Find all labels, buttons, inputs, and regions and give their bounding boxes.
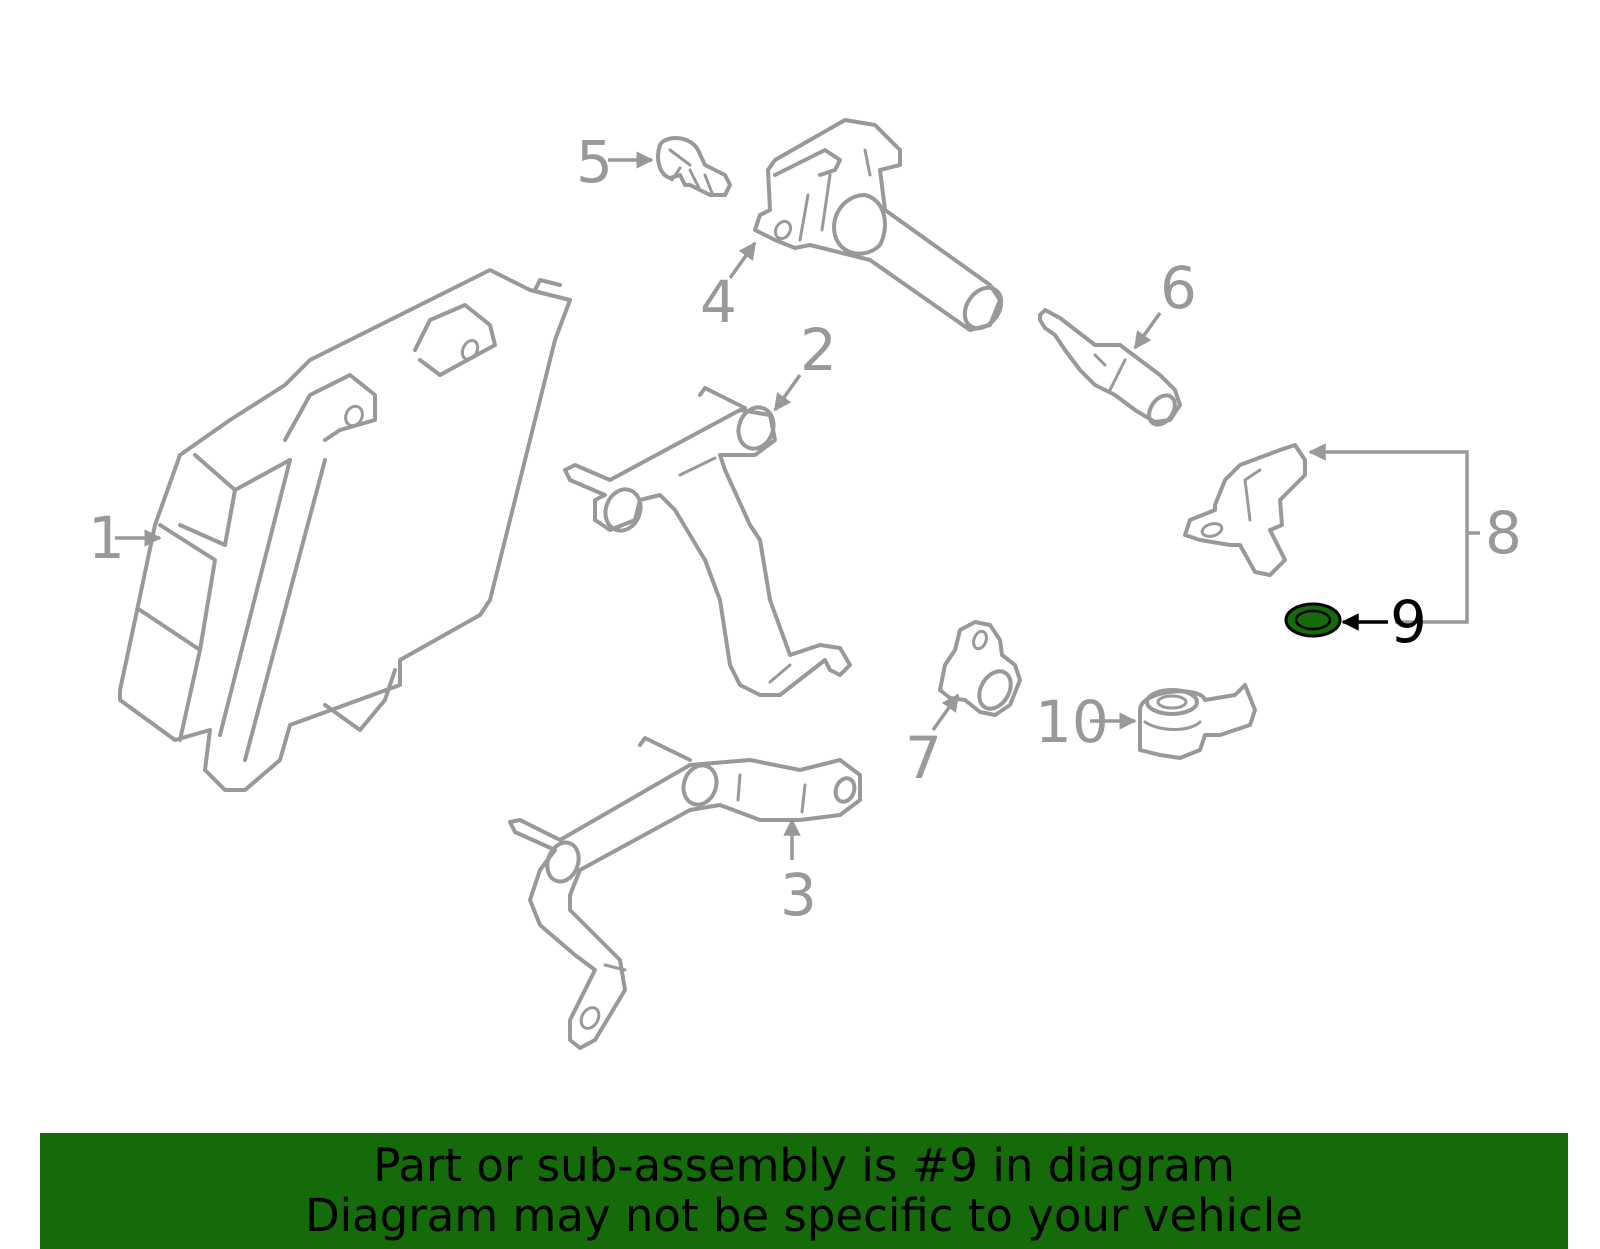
leader-2 [773, 373, 802, 412]
callout-3: 3 [780, 861, 817, 929]
part-2-bracket[interactable] [563, 386, 852, 697]
callout-10: 10 [1035, 688, 1109, 756]
callout-7: 7 [905, 724, 942, 792]
callout-4: 4 [700, 268, 737, 336]
leader-4 [728, 241, 757, 280]
callout-2: 2 [800, 316, 837, 384]
info-banner: Part or sub-assembly is #9 in diagram Di… [40, 1133, 1568, 1249]
part-5-bolt[interactable] [656, 136, 732, 197]
part-8-sensor[interactable] [1183, 443, 1307, 577]
leader-7 [931, 693, 960, 732]
part-9-seal-highlighted[interactable] [1284, 602, 1342, 638]
leader-6 [1133, 311, 1162, 350]
part-3-bracket[interactable] [508, 736, 862, 1050]
part-6-sensor[interactable] [1038, 308, 1182, 429]
banner-line-part: Part or sub-assembly is #9 in diagram [373, 1139, 1235, 1192]
callout-1: 1 [88, 504, 125, 572]
callout-5: 5 [576, 128, 613, 196]
part-4-ignition-coil[interactable] [753, 118, 1009, 335]
part-1-ecu[interactable] [118, 268, 572, 792]
banner-line-disclaimer: Diagram may not be specific to your vehi… [305, 1189, 1303, 1242]
callout-6: 6 [1160, 254, 1197, 322]
leader-8-bracket-frame [1308, 443, 1469, 624]
part-10-knock-sensor[interactable] [1138, 683, 1257, 760]
callout-8: 8 [1485, 499, 1522, 567]
callout-9: 9 [1390, 588, 1427, 656]
